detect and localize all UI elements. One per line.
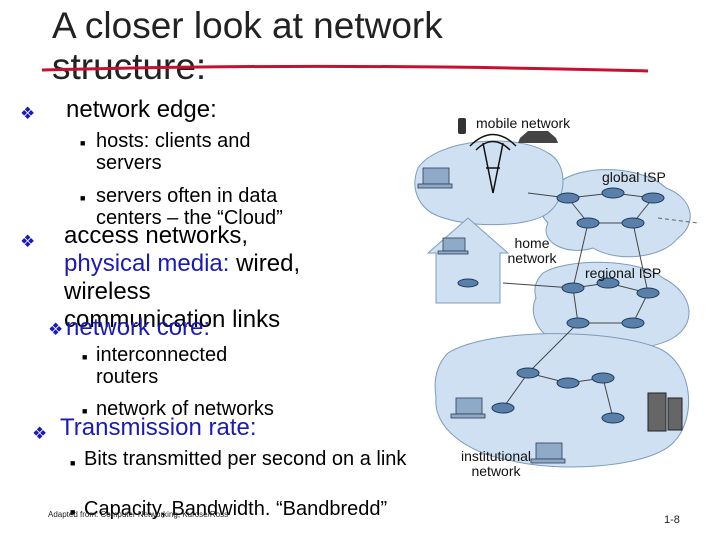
network-diagram — [414, 118, 699, 468]
label-global-isp: global ISP — [602, 169, 666, 185]
footer-credit: Adapted from: Computer Networking, Kuros… — [48, 510, 229, 519]
sub-bullet-bits-per-second: Bits transmitted per second on a link — [84, 448, 407, 470]
sub-bullet-hosts: hosts: clients and servers — [96, 130, 251, 174]
label-mobile-network: mobile network — [476, 115, 571, 131]
bullet-marker: ❖ — [20, 232, 36, 251]
home-network-house — [426, 217, 510, 304]
label-institutional-network: institutional network — [460, 448, 532, 480]
page-number: 1-8 — [664, 514, 680, 526]
sub-bullet-marker: ■ — [80, 193, 86, 203]
physical-media-wired: wired, — [236, 250, 301, 277]
server-rack-icon — [647, 392, 683, 432]
bullet-marker: ❖ — [48, 320, 64, 339]
label-regional-isp: regional ISP — [585, 265, 662, 281]
sub-bullet-marker: ■ — [82, 406, 88, 416]
bullet-transmission-rate: Transmission rate: — [60, 414, 257, 441]
sub-bullet-marker: ■ — [82, 352, 88, 362]
bullet-access-line2: physical media: wired, — [64, 250, 300, 278]
physical-media-label: physical media: — [64, 250, 230, 277]
bullet-access-line3: wireless — [64, 278, 151, 305]
global-isp-cloud — [540, 169, 691, 258]
phone-icon — [458, 118, 466, 134]
bullet-access-line4: communication links — [64, 306, 281, 333]
bullet-network-edge: network edge: — [66, 96, 217, 123]
router-icons — [457, 187, 665, 424]
cell-tower-icon — [469, 133, 517, 194]
car-icon — [518, 131, 558, 143]
label-home-network: home network — [507, 235, 557, 267]
sub-bullet-data-centers: servers often in data centers – the “Clo… — [96, 185, 283, 229]
title-underline — [41, 64, 649, 73]
laptop-icons — [417, 167, 566, 464]
bullet-access-networks: access networks, — [64, 222, 249, 249]
sub-bullet-capacity: Capacity, Bandwidth. “Bandbredd” — [84, 498, 388, 520]
sub-bullet-marker: ■ — [80, 138, 86, 148]
sub-bullet-network-of-networks: network of networks — [96, 398, 274, 420]
bullet-marker: ❖ — [20, 104, 36, 123]
bullet-network-core: network core: — [66, 314, 211, 341]
sub-bullet-marker: ■ — [70, 458, 76, 468]
bullet-marker: ❖ — [32, 424, 48, 443]
sub-bullet-marker: ■ — [70, 507, 76, 517]
sub-bullet-interconnected: interconnected routers — [96, 344, 228, 388]
institutional-network-cloud — [434, 333, 690, 468]
